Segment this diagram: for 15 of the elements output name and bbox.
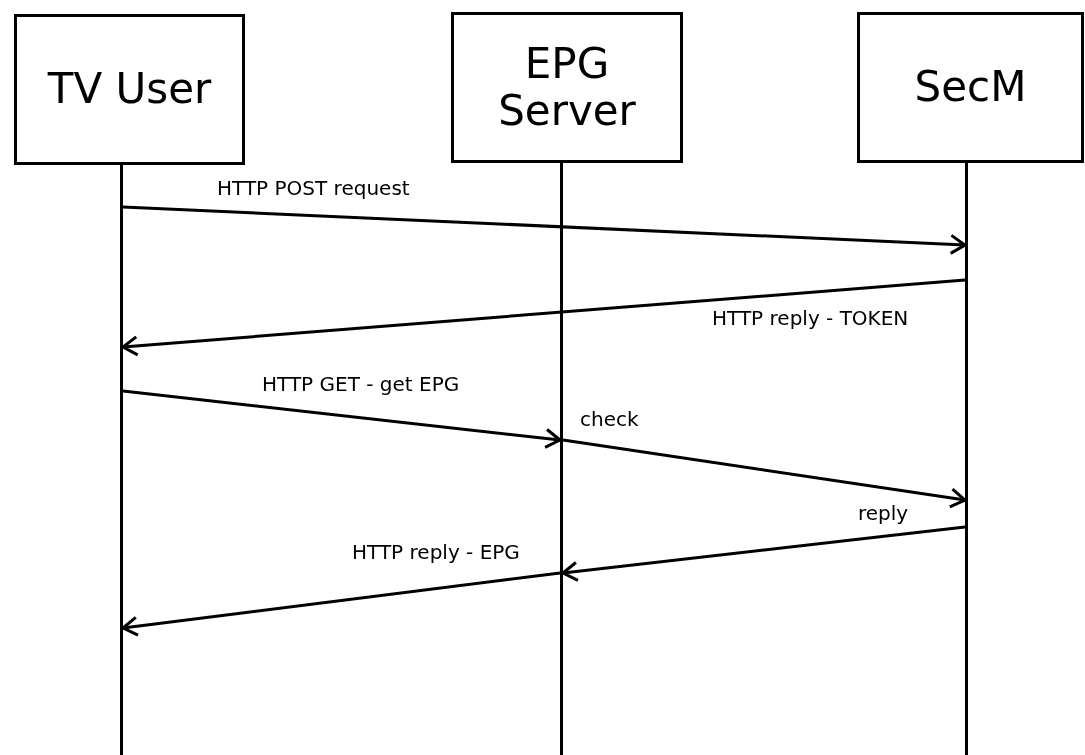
participant-name: SecM [914,64,1027,111]
message-arrow [561,525,966,582]
participant-name: TV User [47,66,212,113]
message-arrow [562,438,967,509]
participant-name: EPG Server [497,41,637,134]
message-arrow [121,278,966,357]
lifeline [965,163,968,755]
message-arrow [121,571,561,637]
lifeline [560,163,563,755]
message-arrow [122,205,967,255]
lifeline [120,165,123,755]
participant-box [857,12,1084,163]
message-arrow [122,389,562,449]
participant-box [14,14,245,165]
participant-box [451,12,683,163]
